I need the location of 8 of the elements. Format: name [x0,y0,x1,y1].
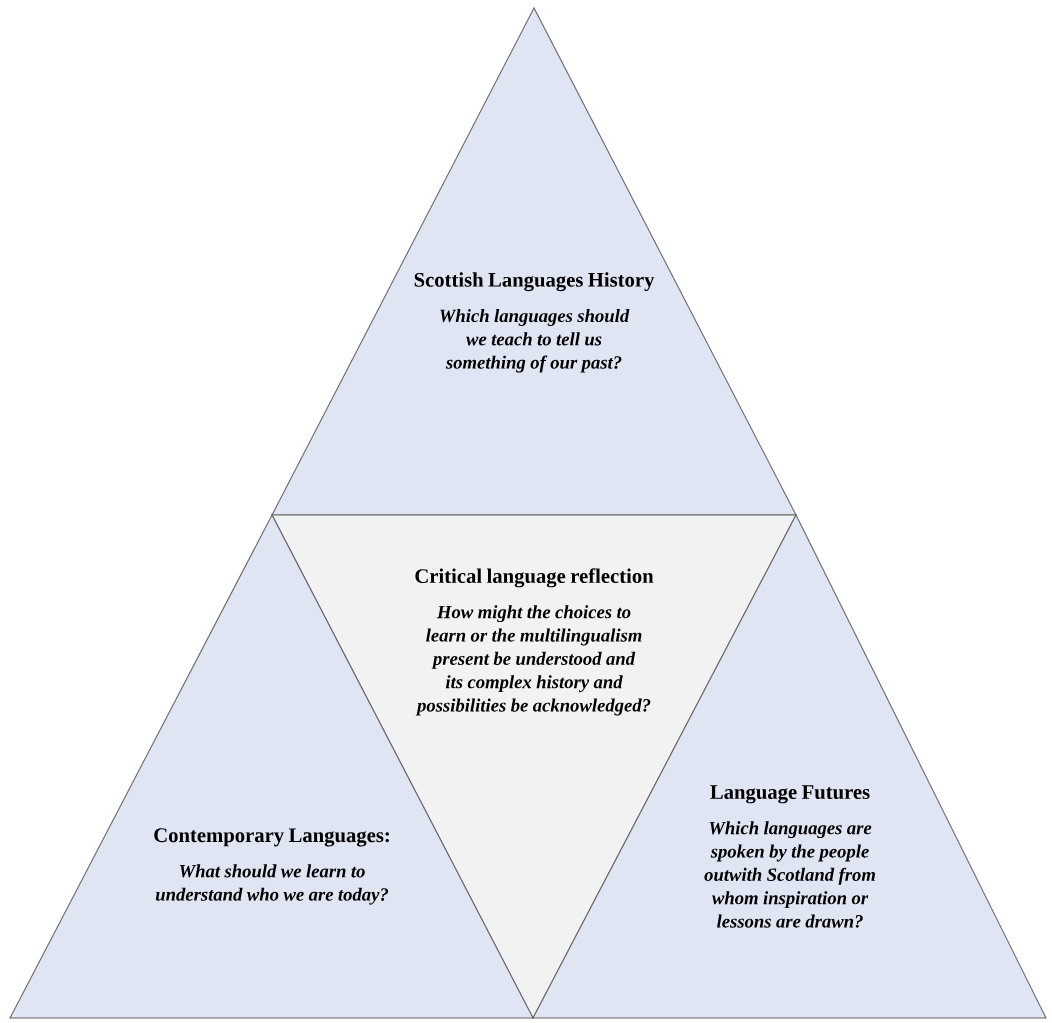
question: How might the choices to learn or the multilingualism present be understood and its complex history and possibilities be acknowledged? [415,605,651,716]
question: What should we learn to understand who we are today? [155,864,389,905]
question: Which languages should we teach to tell us something of our past? [440,308,630,373]
heading: Critical language reflection [415,568,654,588]
heading: Language Futures [710,785,870,804]
heading: Contemporary Languages: [154,828,389,847]
question: Which languages are spoken by the people outwith Scotland from whom inspiration or lessons are drawn? [704,821,875,928]
heading: Scottish Languages History [414,272,655,292]
